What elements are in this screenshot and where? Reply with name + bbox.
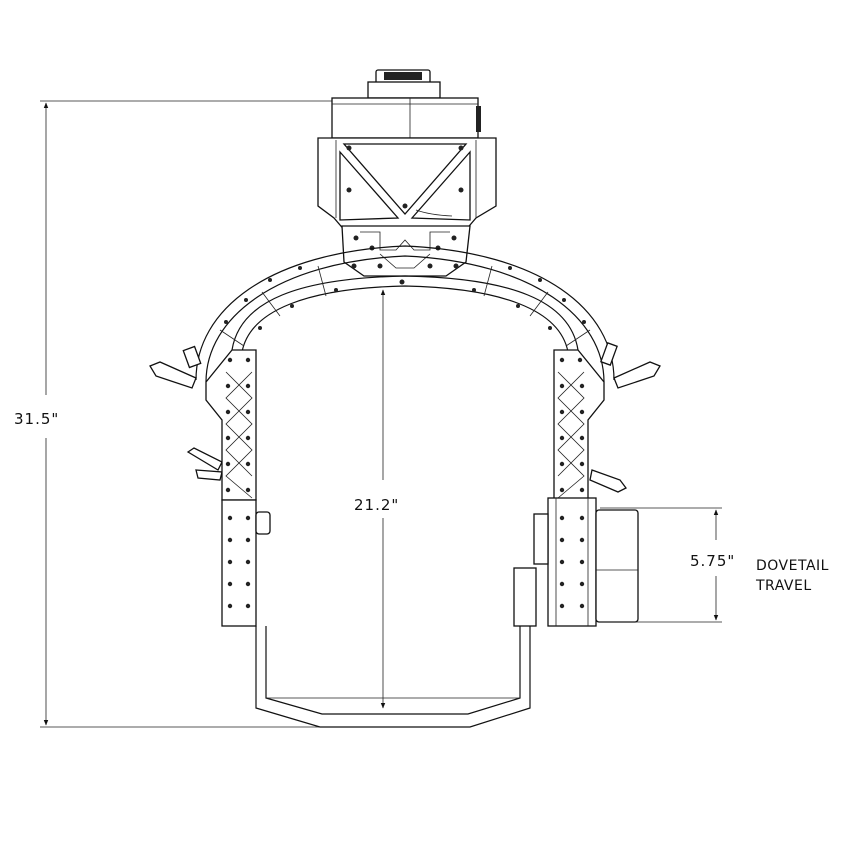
- left-arm-plate: [221, 499, 257, 627]
- right-lever: [589, 469, 627, 493]
- left-lever: [186, 447, 223, 481]
- top-connector-plug: [384, 72, 422, 80]
- dovetail-label-line1: DOVETAIL: [756, 558, 829, 574]
- inner-height-dimension: 21.2": [354, 289, 399, 709]
- right-arm-clamp: [533, 513, 549, 565]
- camera-cradle: [255, 626, 531, 728]
- right-arm-block: [513, 567, 537, 627]
- head-yoke: [341, 225, 471, 277]
- outer-arch: [195, 245, 615, 383]
- left-handle: [149, 345, 202, 389]
- right-arm: [513, 349, 639, 627]
- right-side-motor: [595, 509, 639, 623]
- dovetail-label-line2: TRAVEL: [755, 578, 812, 594]
- top-motor-side-tab: [476, 106, 481, 132]
- dovetail-travel-value: 5.75": [690, 552, 735, 570]
- overall-height-dimension: 31.5": [14, 100, 333, 728]
- top-motor-assembly: [317, 69, 497, 277]
- head-top-triangle-panel: [342, 143, 468, 215]
- overall-height-label: 31.5": [14, 410, 59, 428]
- inner-height-label: 21.2": [354, 496, 399, 514]
- head-left-triangle-panel: [339, 150, 400, 221]
- right-arm-plate: [547, 497, 597, 627]
- right-handle: [600, 342, 661, 389]
- head-right-triangle-panel: [410, 150, 471, 221]
- left-arm: [205, 349, 271, 627]
- top-mount-plate: [367, 81, 441, 99]
- dovetail-travel-dimension: 5.75" DOVETAIL TRAVEL: [600, 507, 829, 623]
- left-arm-knob: [255, 511, 271, 535]
